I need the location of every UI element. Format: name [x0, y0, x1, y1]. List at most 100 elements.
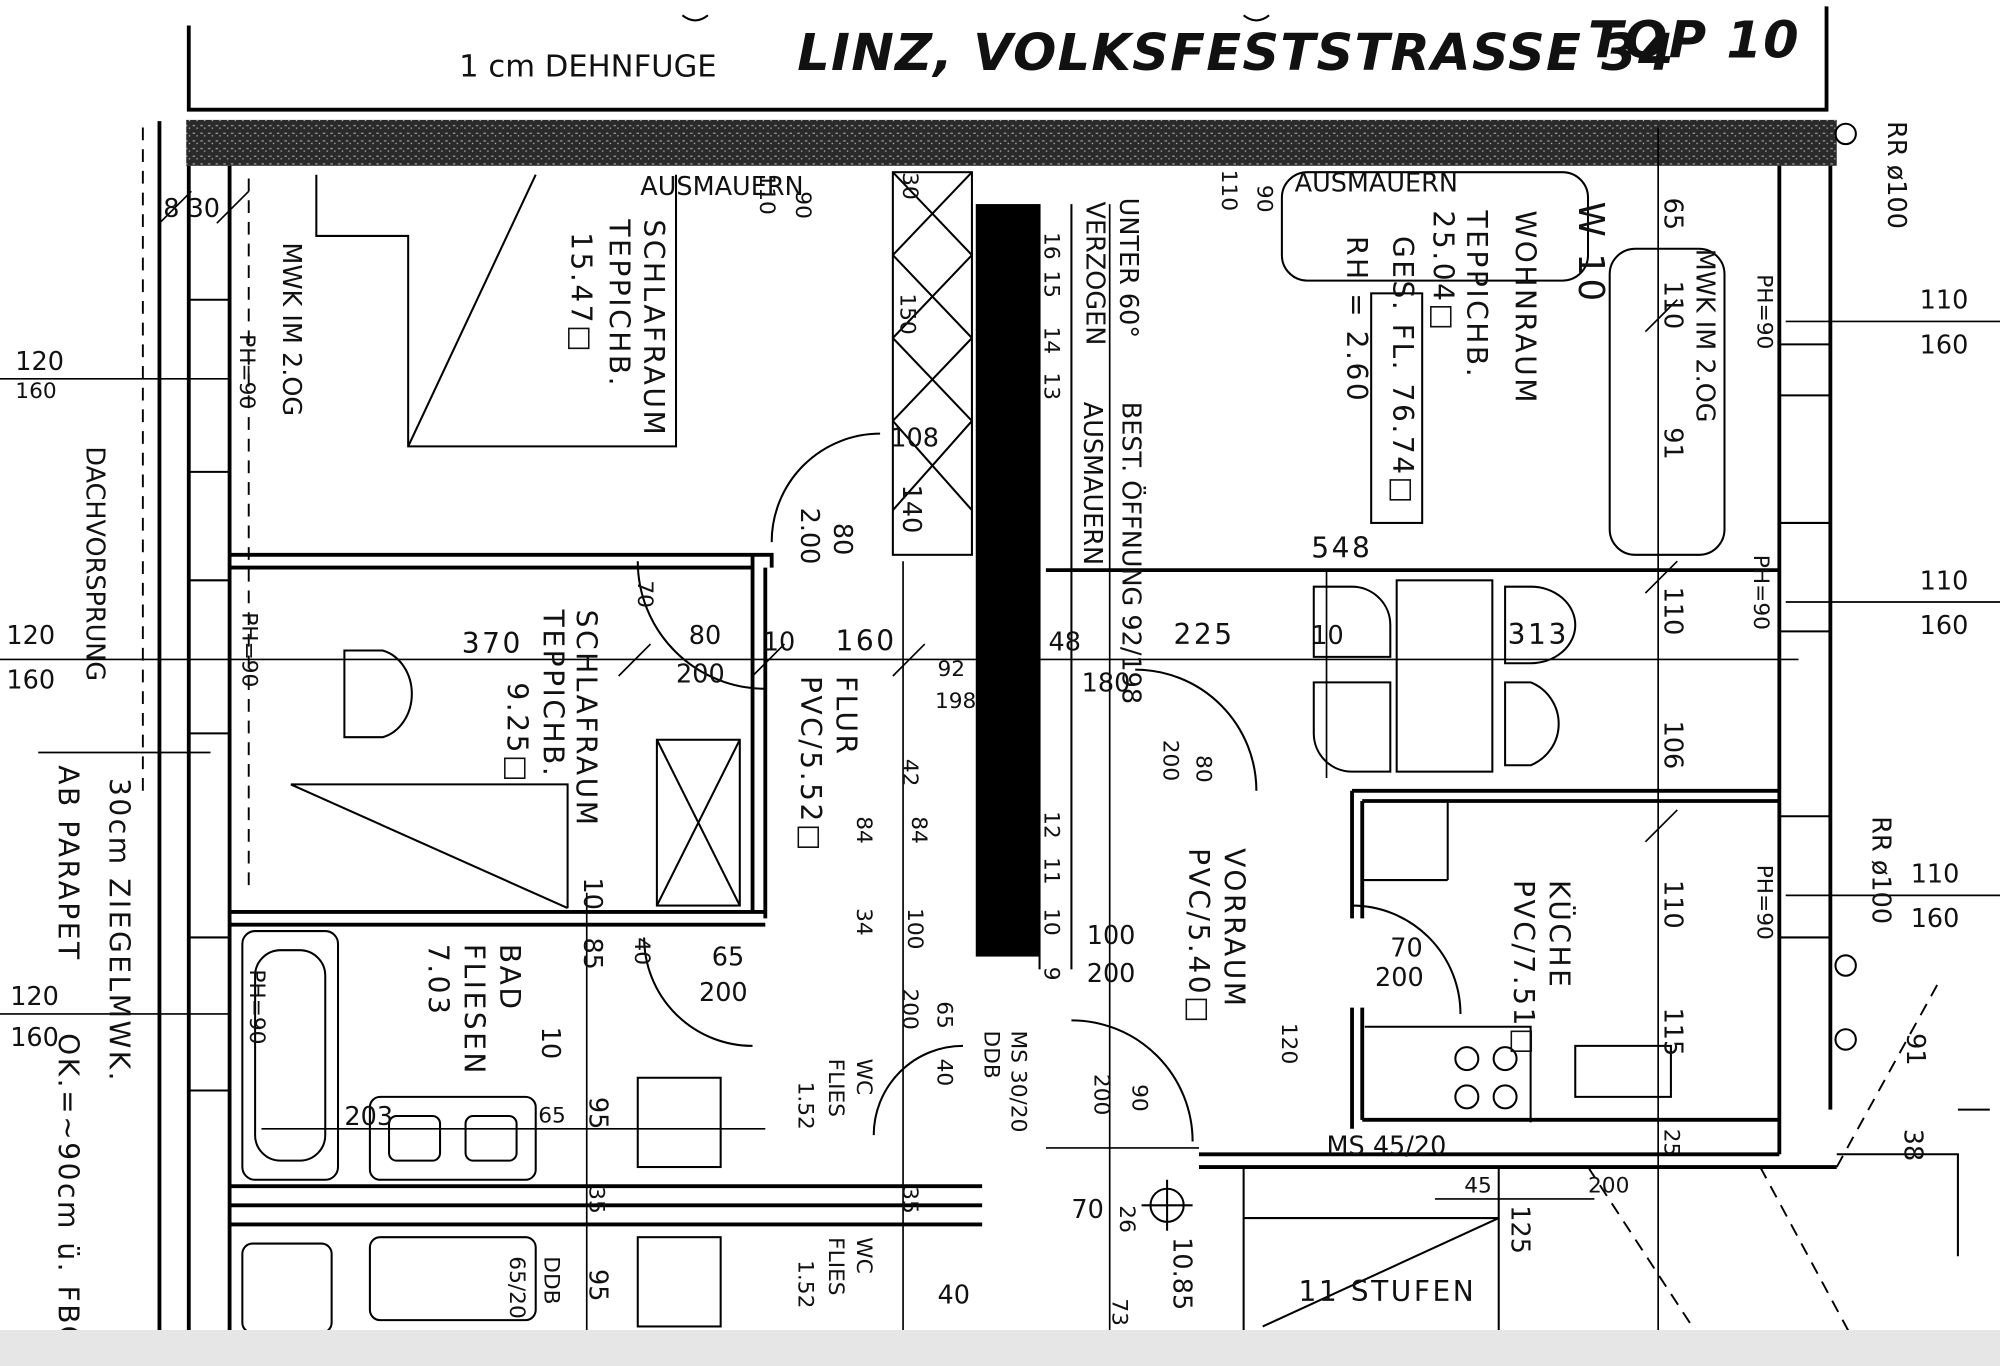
dim-label: 203	[344, 1102, 393, 1132]
dim-label: 10	[1311, 621, 1343, 651]
note-ausmauern-right: AUSMAUERN	[1295, 168, 1458, 198]
living-area: 25.04□	[1427, 210, 1460, 332]
expansion-joint-label: 1 cm DEHNFUGE	[459, 50, 716, 85]
dim-label: 65/20	[504, 1256, 529, 1318]
dim-label: 100	[902, 908, 927, 949]
unit-label: TOP 10	[1588, 11, 1800, 70]
address-label: LINZ, VOLKSFESTSTRASSE 34	[797, 24, 1675, 83]
dim-label: 100	[1087, 921, 1136, 951]
room-height: RH = 2.60	[1340, 236, 1373, 403]
dim-label: 65	[1658, 198, 1688, 230]
dim-label: 40	[938, 1281, 970, 1311]
note-verzogen: VERZOGEN	[1080, 202, 1110, 346]
dim-label: 160	[10, 1023, 59, 1053]
hall-floor: PVC/5.52□	[794, 676, 827, 853]
wc2-area: 1.52	[792, 1260, 817, 1308]
note-ziegel: 30cm ZIEGELMWK.	[103, 778, 136, 1083]
dim-label: 2.00	[794, 508, 824, 565]
stair-number: 13	[1039, 372, 1064, 400]
wc2-floor: FLIES	[823, 1237, 848, 1295]
foyer-floor: PVC/5.40□	[1182, 848, 1215, 1025]
dim-label: 160	[15, 379, 56, 404]
dim-label: 91	[1900, 1033, 1930, 1065]
dim-label: 200	[699, 978, 748, 1008]
room-labels: SCHLAFRAUM TEPPICHB. 15.47□ W 10 WOHNRAU…	[422, 202, 1612, 1309]
bedroom2-floor: TEPPICHB.	[536, 609, 569, 779]
note-ddb1: DDB	[979, 1031, 1004, 1079]
dim-label: 110	[1658, 587, 1688, 636]
dim-label: 370	[462, 627, 523, 660]
dim-label: 30	[897, 172, 922, 200]
dim-label: 120	[10, 982, 59, 1012]
dim-label: 70	[1390, 934, 1422, 964]
stairs-label: 11 STUFEN	[1298, 1275, 1476, 1308]
dim-label: 120	[15, 347, 64, 377]
dim-label: 40	[629, 937, 654, 965]
note-ph: PH=90	[234, 334, 259, 409]
dim-label: 40	[931, 1059, 956, 1087]
bedroom2-name: SCHLAFRAUM	[570, 610, 603, 828]
kitchen-floor: PVC/7.51□	[1507, 880, 1540, 1057]
dim-label: 35	[897, 1186, 922, 1214]
dim-label: 10	[763, 627, 795, 657]
dim-label: 80	[1190, 755, 1215, 783]
dim-label: 198	[935, 689, 976, 714]
note-ms-45: MS 45/20	[1327, 1131, 1447, 1161]
dim-label: 180	[1082, 668, 1131, 698]
dim-label: 108	[890, 423, 939, 453]
dim-label: 45	[1464, 1174, 1492, 1199]
stair-number: 10	[1039, 908, 1064, 936]
stair-number: 12	[1039, 811, 1064, 839]
dim-label: 150	[895, 293, 920, 334]
note-ph: PH=90	[1752, 274, 1777, 349]
dim-label: 548	[1311, 531, 1372, 564]
dim-label: 26	[1114, 1205, 1139, 1233]
dim-label: 85	[577, 937, 607, 969]
note-ddb2: DDB	[539, 1256, 564, 1304]
unit-code: W 10	[1570, 202, 1611, 304]
dim-label: 48	[1048, 627, 1080, 657]
living-floor: TEPPICHB.	[1460, 209, 1493, 379]
dim-label: 90	[1252, 185, 1277, 213]
dim-label: 200	[1088, 1074, 1113, 1115]
dim-label: 110	[754, 173, 779, 214]
notes: AUSMAUERN AUSMAUERN AUSMAUERN UNTER 60° …	[52, 121, 1911, 1360]
stair-number: 14	[1039, 327, 1064, 355]
dim-label: 140	[896, 485, 926, 534]
dim-label: 106	[1658, 721, 1688, 770]
note-ph: PH=90	[244, 969, 269, 1044]
bedroom1-name: SCHLAFRAUM	[637, 219, 670, 437]
stair-number: 16	[1039, 232, 1064, 260]
dim-label: 70	[1071, 1195, 1103, 1225]
header-frame: 1 cm DEHNFUGE LINZ, VOLKSFESTSTRASSE 34 …	[186, 6, 1829, 112]
dim-label: 200	[897, 988, 922, 1029]
note-ph: PH=90	[1748, 555, 1773, 630]
note-ausmauern-mid: AUSMAUERN	[1077, 402, 1107, 565]
dim-label: 70	[632, 580, 657, 608]
dim-label: 90	[1127, 1084, 1152, 1112]
dim-label: 91	[1658, 427, 1688, 459]
dim-label: 160	[6, 666, 55, 696]
dimension-lines	[0, 127, 2000, 1333]
note-ph: PH=90	[236, 612, 261, 687]
walls	[141, 121, 1990, 1334]
dim-label: 200	[1087, 959, 1136, 989]
dim-label: 110	[1920, 566, 1969, 596]
stair-number: 11	[1039, 857, 1064, 885]
dim-label: 200	[1157, 740, 1182, 781]
dim-label: 10	[577, 878, 607, 910]
dim-label: 80	[689, 621, 721, 651]
dim-label: 84	[851, 816, 876, 844]
bedroom1-area: 15.47□	[564, 232, 597, 354]
bedroom1-floor: TEPPICHB.	[603, 218, 636, 388]
dim-label: 42	[897, 759, 922, 787]
bedroom2-area: 9.25□	[501, 682, 534, 784]
dim-label: 115	[1658, 1008, 1688, 1057]
dim-label: 110	[1920, 286, 1969, 316]
dim-label: 38	[1897, 1129, 1927, 1161]
dim-label: 80	[827, 523, 857, 555]
dim-label: 110	[1216, 170, 1241, 211]
dim-label: 200	[1588, 1174, 1629, 1199]
note-dachvorsprung: DACHVORSPRUNG	[80, 446, 110, 681]
